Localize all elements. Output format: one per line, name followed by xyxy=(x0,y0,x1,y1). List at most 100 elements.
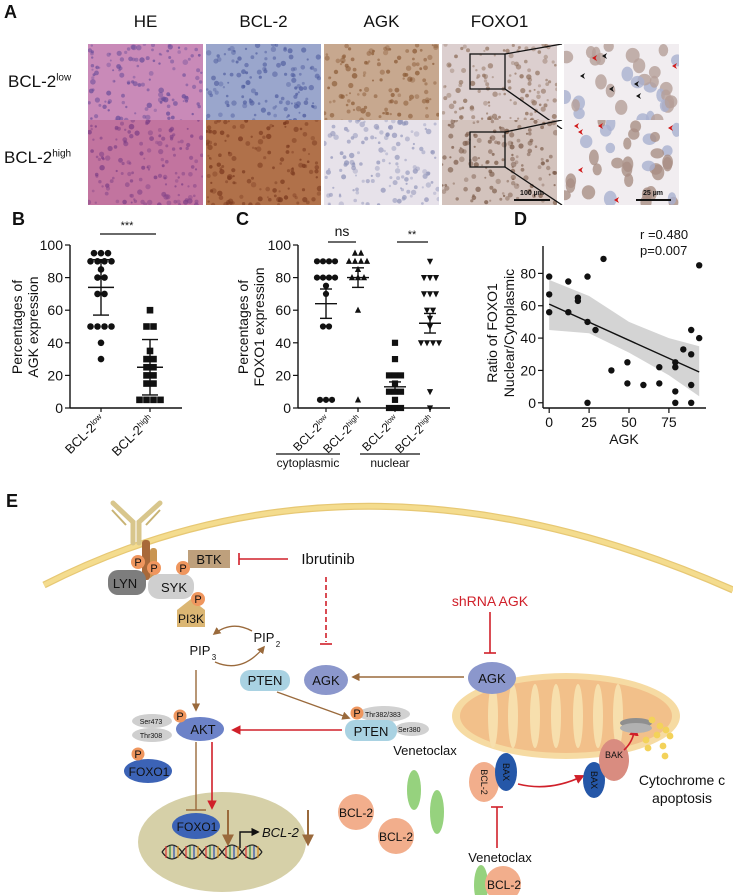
cell-nucleus xyxy=(120,172,124,175)
cell-nucleus xyxy=(99,151,105,157)
receptor-arm-right xyxy=(136,500,163,546)
cell-nucleus xyxy=(219,169,225,175)
cell-nucleus xyxy=(301,188,306,192)
cell-nucleus xyxy=(113,145,118,149)
chart-c-y-tick-label: 60 xyxy=(275,302,291,318)
cell-nucleus xyxy=(165,194,171,200)
cell-nucleus xyxy=(538,193,543,198)
cell-nucleus xyxy=(206,125,212,130)
cell-nucleus xyxy=(476,74,481,78)
cell-nucleus xyxy=(515,64,522,70)
cell-nucleus xyxy=(296,84,301,89)
cell-nucleus xyxy=(551,114,557,119)
cell-nucleus xyxy=(206,117,208,121)
cell-nucleus xyxy=(506,179,510,183)
cell-nucleus xyxy=(114,125,119,130)
phospho-circle xyxy=(131,747,145,761)
cell-nucleus xyxy=(355,187,359,192)
cell-nucleus xyxy=(389,112,392,116)
chart-c-point xyxy=(360,274,368,281)
cell xyxy=(571,99,580,112)
cell-nucleus xyxy=(380,187,386,193)
syk-box xyxy=(148,574,194,599)
cell-nucleus xyxy=(384,107,388,112)
cell-nucleus xyxy=(430,150,434,154)
cell-nucleus xyxy=(353,198,357,203)
cell-nucleus xyxy=(272,124,275,128)
cell-nucleus xyxy=(328,192,333,197)
cell-nucleus xyxy=(105,155,111,161)
cell-nucleus xyxy=(394,87,400,93)
cell-nucleus xyxy=(313,68,318,72)
cytochrome-c-dot xyxy=(653,731,661,739)
inset-tile-high: 25 µm xyxy=(564,120,679,205)
cell-nucleus xyxy=(107,145,113,152)
cell-nucleus xyxy=(315,54,321,60)
pten-box xyxy=(240,670,290,691)
cell-nucleus xyxy=(133,198,136,201)
chart-c-point xyxy=(426,275,434,282)
cell-nucleus xyxy=(182,100,185,103)
cell-nucleus xyxy=(241,95,245,99)
cell-nucleus xyxy=(352,189,355,192)
chart-b-point xyxy=(101,290,108,298)
cell-nucleus xyxy=(255,52,258,55)
cell-nucleus xyxy=(331,80,338,87)
chart-b-point xyxy=(146,306,154,314)
cell xyxy=(671,122,679,137)
bax-mito-label: BAX xyxy=(501,763,511,781)
cell-nucleus xyxy=(509,132,515,138)
cell-nucleus xyxy=(185,83,189,87)
cell-nucleus xyxy=(509,144,515,150)
dna-strand xyxy=(181,851,203,860)
cell-nucleus xyxy=(329,113,335,118)
chart-c-point xyxy=(429,340,437,347)
cell-nucleus xyxy=(372,79,374,82)
cell xyxy=(628,128,640,140)
cell-nucleus xyxy=(385,132,390,137)
cell-nucleus xyxy=(373,94,378,99)
cell-nucleus xyxy=(122,137,128,143)
cell-nucleus xyxy=(88,129,92,135)
cell-nucleus xyxy=(130,193,134,198)
cell-nucleus xyxy=(382,112,385,115)
cell-nucleus xyxy=(107,99,112,104)
cell-nucleus xyxy=(163,177,167,180)
cell-nucleus xyxy=(115,169,118,173)
cell xyxy=(581,185,596,200)
chart-d-point xyxy=(656,380,663,387)
cell-nucleus xyxy=(332,186,335,189)
cell-nucleus xyxy=(116,64,121,69)
cell-nucleus xyxy=(538,177,542,181)
cell-nucleus xyxy=(344,44,349,49)
cell-nucleus xyxy=(312,102,315,105)
chart-b-point xyxy=(150,396,157,404)
cell-nucleus xyxy=(425,182,432,188)
cell-nucleus xyxy=(129,193,133,198)
chart-d-point xyxy=(696,334,703,342)
cell-nucleus xyxy=(257,139,264,145)
cell-nucleus xyxy=(244,62,249,68)
cell-nucleus xyxy=(351,163,356,167)
cell-nucleus xyxy=(540,106,546,112)
chart-b-y-tick-label: 0 xyxy=(55,400,63,416)
cell-nucleus xyxy=(448,103,455,110)
cell-nucleus xyxy=(286,169,291,173)
cell-nucleus xyxy=(346,129,350,133)
cell-nucleus xyxy=(157,173,163,178)
chart-c-point xyxy=(363,257,371,264)
cell-nucleus xyxy=(541,161,545,165)
cell-nucleus xyxy=(211,202,216,205)
cell-nucleus xyxy=(492,188,497,194)
cell-nucleus xyxy=(254,44,261,49)
cell-nucleus xyxy=(301,163,306,168)
cell-nucleus xyxy=(450,120,456,125)
bak-pore xyxy=(599,739,629,781)
cell-nucleus xyxy=(206,139,210,144)
cell-nucleus xyxy=(360,108,366,114)
cell-nucleus xyxy=(131,171,134,175)
cell-nucleus xyxy=(433,122,437,126)
cell-nucleus xyxy=(146,148,152,153)
cell-nucleus xyxy=(272,71,278,77)
cell-nucleus xyxy=(273,113,277,118)
